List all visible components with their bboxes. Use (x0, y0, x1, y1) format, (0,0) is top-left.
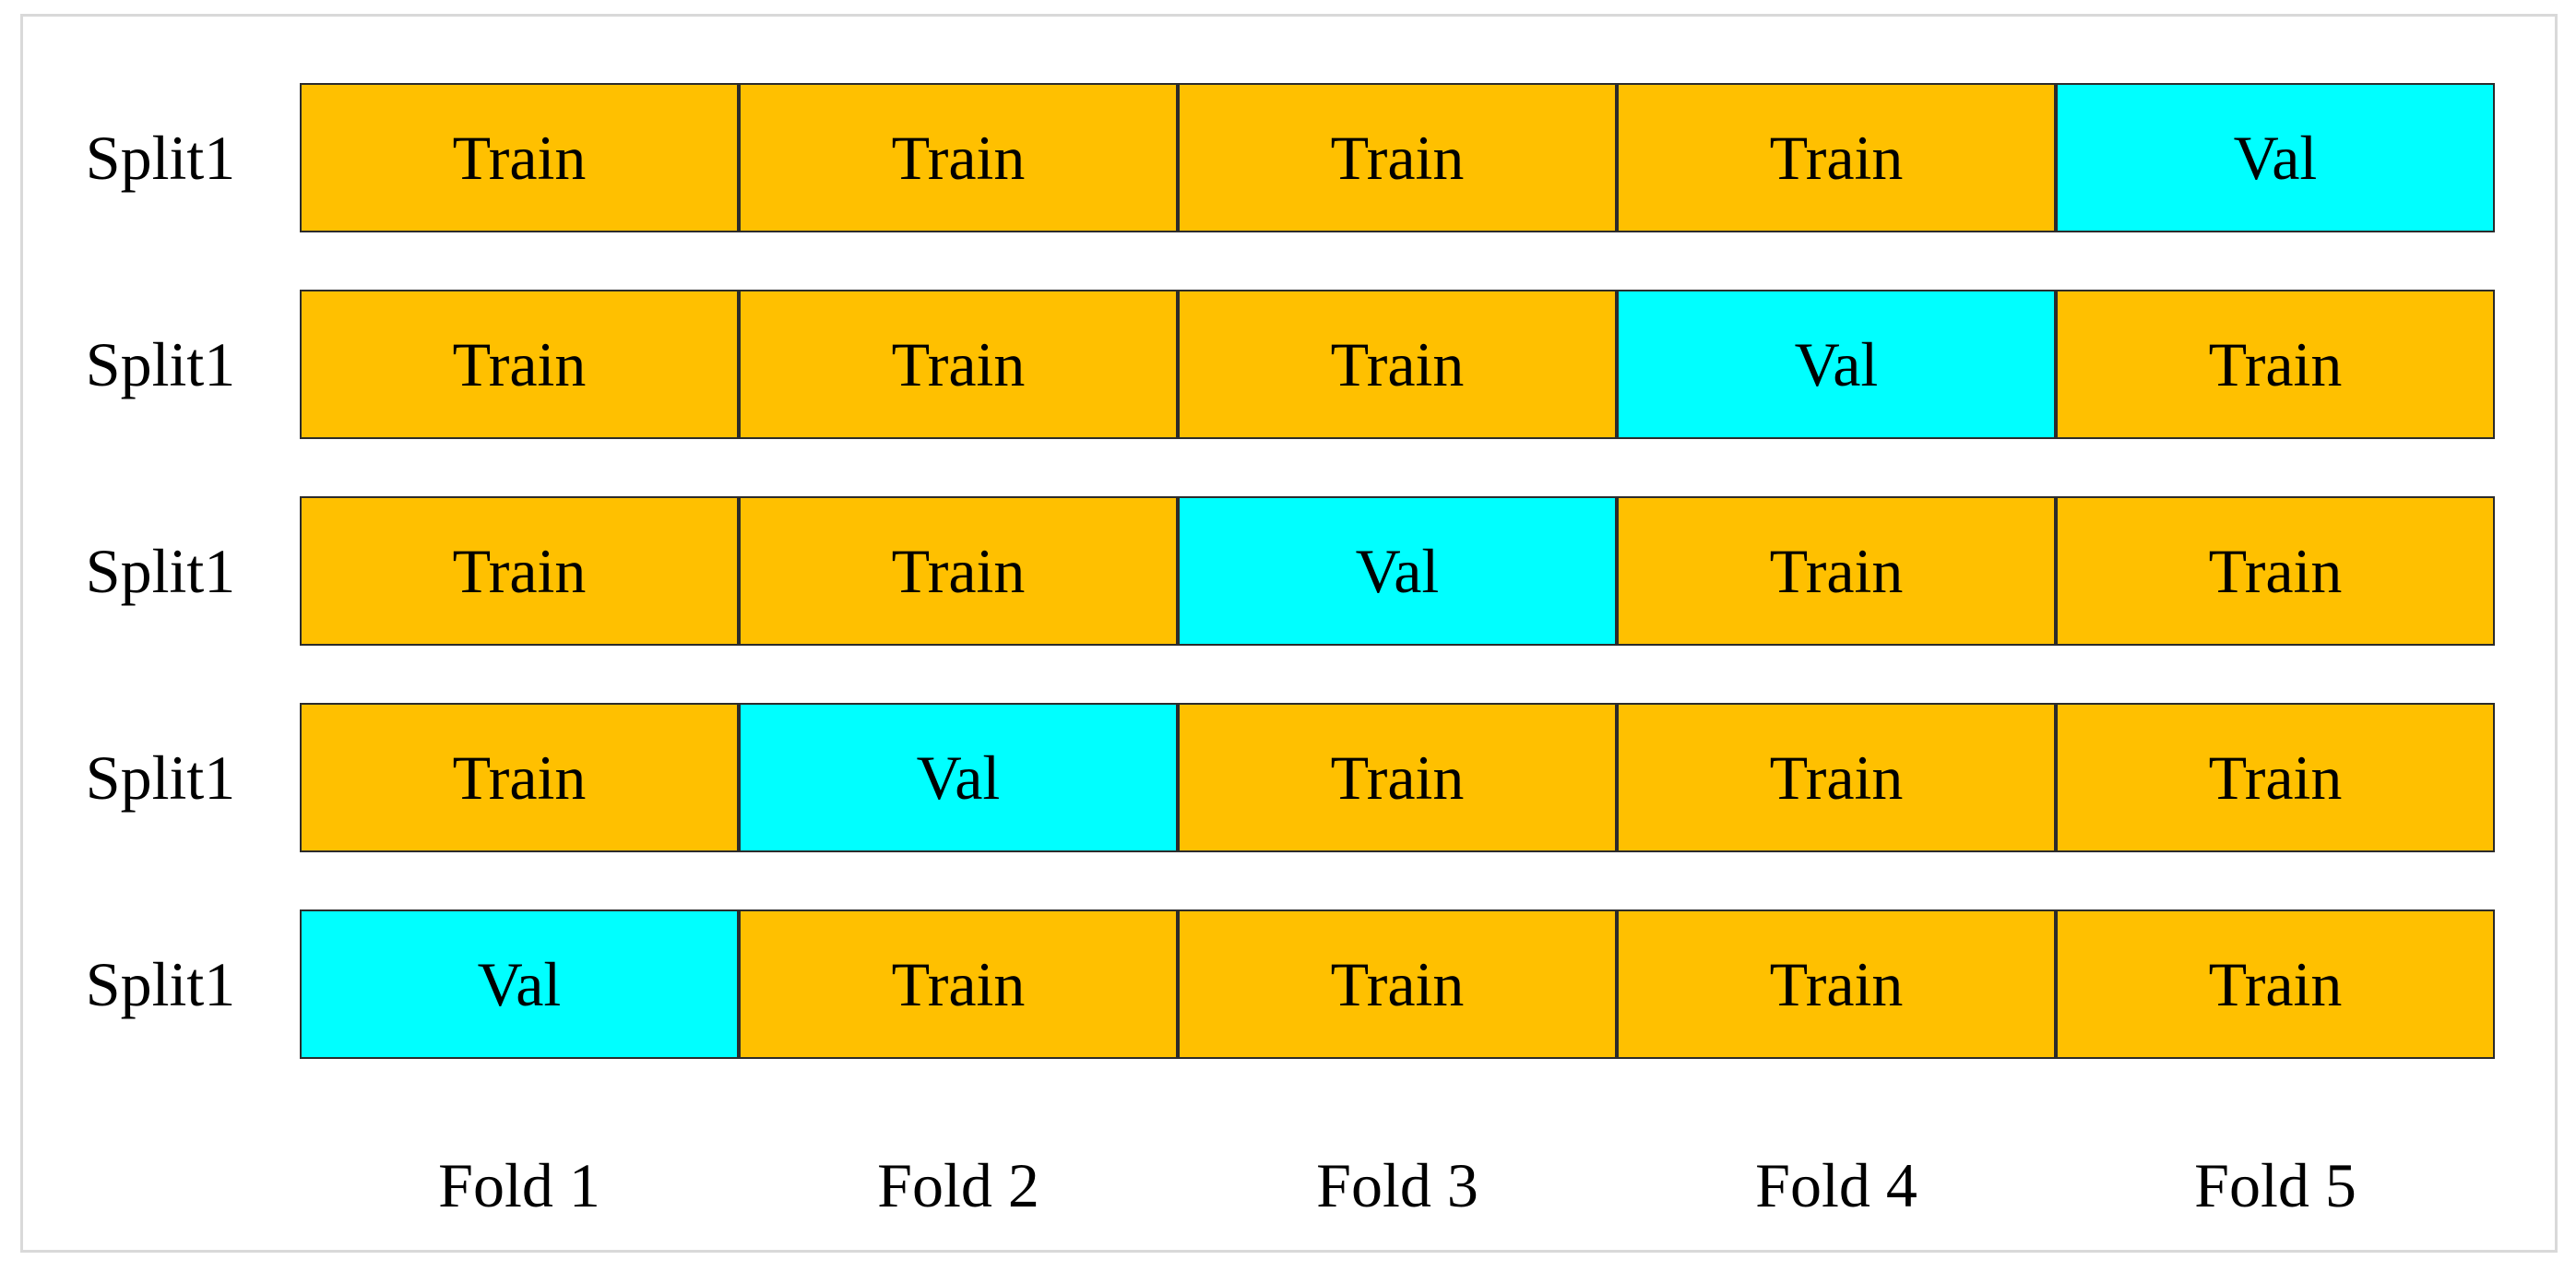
fold-cell: Val (2056, 83, 2495, 232)
split-row-cells: Train Train Val Train Train (300, 496, 2495, 646)
split-row-4: Split1 Train Val Train Train Train (0, 703, 2576, 852)
fold-cell: Train (1617, 496, 2056, 646)
fold-cell: Train (2056, 909, 2495, 1059)
split-label: Split1 (85, 123, 236, 193)
fold-cell: Train (300, 496, 739, 646)
split-row-cells: Train Train Train Val Train (300, 290, 2495, 439)
split-row-cells: Val Train Train Train Train (300, 909, 2495, 1059)
split-row-1: Split1 Train Train Train Train Val (0, 83, 2576, 232)
fold-cell: Train (1617, 83, 2056, 232)
fold-cell: Train (739, 909, 1178, 1059)
fold-cell: Train (300, 290, 739, 439)
fold-cell: Train (739, 83, 1178, 232)
fold-cell: Train (2056, 290, 2495, 439)
fold-cell: Val (1617, 290, 2056, 439)
split-row-cells: Train Train Train Train Val (300, 83, 2495, 232)
fold-axis-label: Fold 2 (877, 1150, 1039, 1220)
split-label: Split1 (85, 743, 236, 813)
split-row-3: Split1 Train Train Val Train Train (0, 496, 2576, 646)
split-row-cells: Train Val Train Train Train (300, 703, 2495, 852)
fold-cell: Val (1178, 496, 1617, 646)
fold-cell: Train (1178, 290, 1617, 439)
fold-cell: Val (300, 909, 739, 1059)
split-label: Split1 (85, 949, 236, 1019)
fold-cell: Val (739, 703, 1178, 852)
fold-cell: Train (2056, 496, 2495, 646)
split-label: Split1 (85, 536, 236, 606)
fold-cell: Train (1617, 909, 2056, 1059)
fold-cell: Train (300, 83, 739, 232)
fold-cell: Train (300, 703, 739, 852)
fold-axis: Fold 1 Fold 2 Fold 3 Fold 4 Fold 5 (300, 1144, 2495, 1227)
split-label: Split1 (85, 329, 236, 399)
split-row-2: Split1 Train Train Train Val Train (0, 290, 2576, 439)
fold-cell: Train (1178, 909, 1617, 1059)
fold-axis-label: Fold 5 (2194, 1150, 2356, 1220)
fold-cell: Train (1617, 703, 2056, 852)
diagram-frame (20, 14, 2558, 1253)
fold-cell: Train (739, 496, 1178, 646)
split-row-5: Split1 Val Train Train Train Train (0, 909, 2576, 1059)
fold-cell: Train (1178, 83, 1617, 232)
fold-cell: Train (739, 290, 1178, 439)
fold-cell: Train (2056, 703, 2495, 852)
fold-axis-label: Fold 1 (438, 1150, 600, 1220)
fold-axis-label: Fold 4 (1755, 1150, 1917, 1220)
fold-cell: Train (1178, 703, 1617, 852)
fold-axis-label: Fold 3 (1316, 1150, 1478, 1220)
